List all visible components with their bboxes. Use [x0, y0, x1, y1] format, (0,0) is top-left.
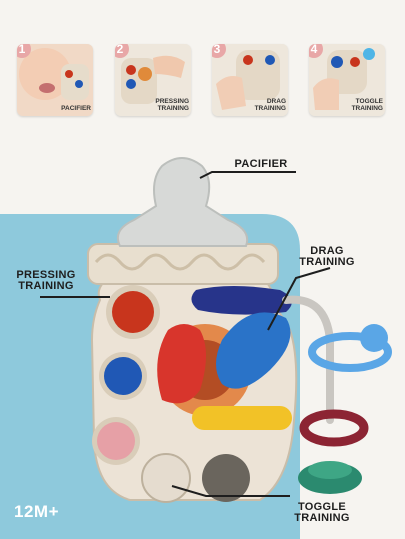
hand-drag-icon [212, 44, 288, 116]
toggle-callout-line [171, 485, 290, 497]
red-press-button [112, 291, 154, 333]
age-badge: 12M+ [14, 502, 59, 521]
step-2-caption: PRESSING TRAINING [155, 98, 189, 112]
drag-training-label: DRAG TRAINING [299, 245, 355, 268]
pacifier-callout-line [199, 171, 296, 179]
step-2-thumbnail: 2 PRESSING TRAINING [115, 44, 191, 116]
pressing-training-label: PRESSING TRAINING [16, 269, 76, 292]
step-4-thumbnail: 4 TOGGLE TRAINING [309, 44, 385, 116]
blue-press-button [104, 357, 142, 395]
step-3-caption: DRAG TRAINING [254, 98, 286, 112]
bottle-toy-illustration [0, 157, 392, 539]
drag-callout-line [267, 267, 331, 331]
step-4-number: 4 [309, 44, 323, 58]
light-blue-ring [308, 332, 392, 372]
step-1-thumbnail: 1 PACIFIER [17, 44, 93, 116]
baby-face-icon [17, 44, 93, 116]
toggle-slot-light [141, 453, 191, 503]
toggle-slot-dark [202, 454, 250, 502]
navy-teether [191, 286, 292, 315]
blue-teether [216, 312, 291, 389]
red-teether [157, 324, 206, 404]
toggle-training-label: TOGGLE TRAINING [294, 501, 350, 524]
hand-press-icon [115, 44, 191, 116]
step-2-number: 2 [115, 44, 129, 58]
step-1-caption: PACIFIER [61, 105, 91, 112]
step-3-thumbnail: 3 DRAG TRAINING [212, 44, 288, 116]
yellow-ring-bar [192, 406, 292, 430]
step-thumbnails: 1 PACIFIER 2 PRESSING TRAINING [0, 0, 405, 130]
bottle-collar [87, 243, 279, 285]
step-3-number: 3 [212, 44, 226, 58]
burgundy-ring [299, 409, 369, 447]
collar-wave [94, 253, 266, 271]
step-4-caption: TOGGLE TRAINING [351, 98, 383, 112]
hand-toggle-icon [309, 44, 385, 116]
pacifier-label: PACIFIER [234, 158, 288, 170]
pacifier-nipple [116, 157, 249, 247]
pink-press-button [97, 422, 135, 460]
step-1-number: 1 [17, 44, 31, 58]
